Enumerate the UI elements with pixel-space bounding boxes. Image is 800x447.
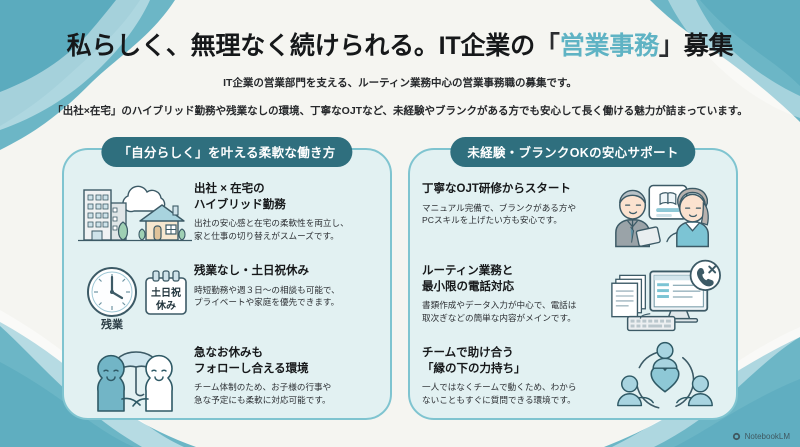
training-people-icon bbox=[606, 176, 724, 254]
list-item-title: 急なお休みもフォローし合える環境 bbox=[194, 347, 309, 375]
list-item: 急なお休みもフォローし合える環境 チーム体制のため、お子様の行事や急な予定にも柔… bbox=[64, 336, 390, 418]
list-item-body: 一人ではなくチームで動くため、わからないこともすぐに質問できる環境です。 bbox=[422, 382, 577, 405]
right-panel-heading: 未経験・ブランクOKの安心サポート bbox=[450, 137, 696, 167]
right-panel: 未経験・ブランクOKの安心サポート bbox=[408, 137, 738, 420]
notebooklm-watermark: NotebookLM bbox=[732, 432, 790, 441]
list-item-text: 残業なし・土日祝休み 時短勤務や週３日〜の相談も可能で、プライベートや家庭を優先… bbox=[194, 258, 378, 309]
list-item: ルーティン業務と最小限の電話対応 書類作成やデータ入力が中心で、電話は取次ぎなど… bbox=[410, 254, 736, 336]
desk-phone-off-icon bbox=[606, 258, 724, 336]
title-bracket-close: 」 bbox=[658, 32, 684, 60]
office-home-icon bbox=[76, 176, 194, 254]
svg-text:休み: 休み bbox=[155, 299, 176, 312]
list-item: 残業 土日祝 休み 残業なし・土日祝休み bbox=[64, 254, 390, 336]
list-item: チームで助け合う「縁の下の力持ち」 一人ではなくチームで動くため、わからないこと… bbox=[410, 336, 736, 418]
list-item-body: チーム体制のため、お子様の行事や急な予定にも柔軟に対応可能です。 bbox=[194, 382, 332, 405]
team-heart-icon bbox=[606, 340, 724, 418]
title-bracket-open: 「 bbox=[534, 32, 560, 60]
list-item: 出社 × 在宅のハイブリッド勤務 出社の安心感と在宅の柔軟性を両立し、家と仕事の… bbox=[64, 172, 390, 254]
list-item-body: 時短勤務や週３日〜の相談も可能で、プライベートや家庭を優先できます。 bbox=[194, 284, 340, 308]
list-item-text: 急なお休みもフォローし合える環境 チーム体制のため、お子様の行事や急な予定にも柔… bbox=[194, 340, 378, 406]
list-item-text: チームで助け合う「縁の下の力持ち」 一人ではなくチームで動くため、わからないこと… bbox=[422, 340, 606, 406]
page-title: 私らしく、無理なく続けられる。IT企業の「営業事務」募集 bbox=[0, 26, 800, 62]
panels-container: 「自分らしく」を叶える柔軟な働き方 bbox=[0, 137, 800, 438]
page-header: 私らしく、無理なく続けられる。IT企業の「営業事務」募集 IT企業の営業部門を支… bbox=[0, 0, 800, 118]
list-item-title: ルーティン業務と最小限の電話対応 bbox=[422, 265, 514, 293]
title-text-post: 募集 bbox=[683, 32, 734, 60]
subtitle-line-1: IT企業の営業部門を支える、ルーティン業務中心の営業事務職の募集です。 bbox=[223, 77, 577, 89]
clock-calendar-icon: 残業 土日祝 休み bbox=[76, 258, 194, 336]
notebooklm-logo-icon bbox=[732, 432, 741, 441]
list-item-body: 出社の安心感と在宅の柔軟性を両立し、家と仕事の切り替えがスムーズです。 bbox=[194, 218, 349, 241]
svg-text:土日祝: 土日祝 bbox=[151, 286, 181, 299]
list-item-title: チームで助け合う「縁の下の力持ち」 bbox=[422, 347, 526, 375]
left-panel-rows: 出社 × 在宅のハイブリッド勤務 出社の安心感と在宅の柔軟性を両立し、家と仕事の… bbox=[64, 172, 390, 418]
notebooklm-label: NotebookLM bbox=[744, 432, 790, 441]
list-item-body: 書類作成やデータ入力が中心で、電話は取次ぎなどの簡単な内容がメインです。 bbox=[422, 300, 577, 323]
title-text-pre: 私らしく、無理なく続けられる。IT企業の bbox=[66, 32, 535, 60]
list-item-title: 丁寧なOJT研修からスタート bbox=[422, 183, 571, 195]
list-item-text: ルーティン業務と最小限の電話対応 書類作成やデータ入力が中心で、電話は取次ぎなど… bbox=[422, 258, 606, 324]
list-item-title: 出社 × 在宅のハイブリッド勤務 bbox=[194, 183, 286, 211]
subtitle-line-2: 「出社×在宅」のハイブリッド勤務や残業なしの環境、丁寧なOJTなど、未経験やブラ… bbox=[52, 105, 748, 117]
umbrella-people-icon bbox=[76, 340, 194, 418]
list-item-title: 残業なし・土日祝休み bbox=[194, 265, 309, 277]
svg-text:残業: 残業 bbox=[101, 317, 124, 331]
list-item-text: 出社 × 在宅のハイブリッド勤務 出社の安心感と在宅の柔軟性を両立し、家と仕事の… bbox=[194, 176, 378, 242]
left-panel-heading: 「自分らしく」を叶える柔軟な働き方 bbox=[101, 137, 353, 167]
left-panel: 「自分らしく」を叶える柔軟な働き方 bbox=[62, 137, 392, 420]
title-highlight: 営業事務 bbox=[559, 32, 659, 60]
